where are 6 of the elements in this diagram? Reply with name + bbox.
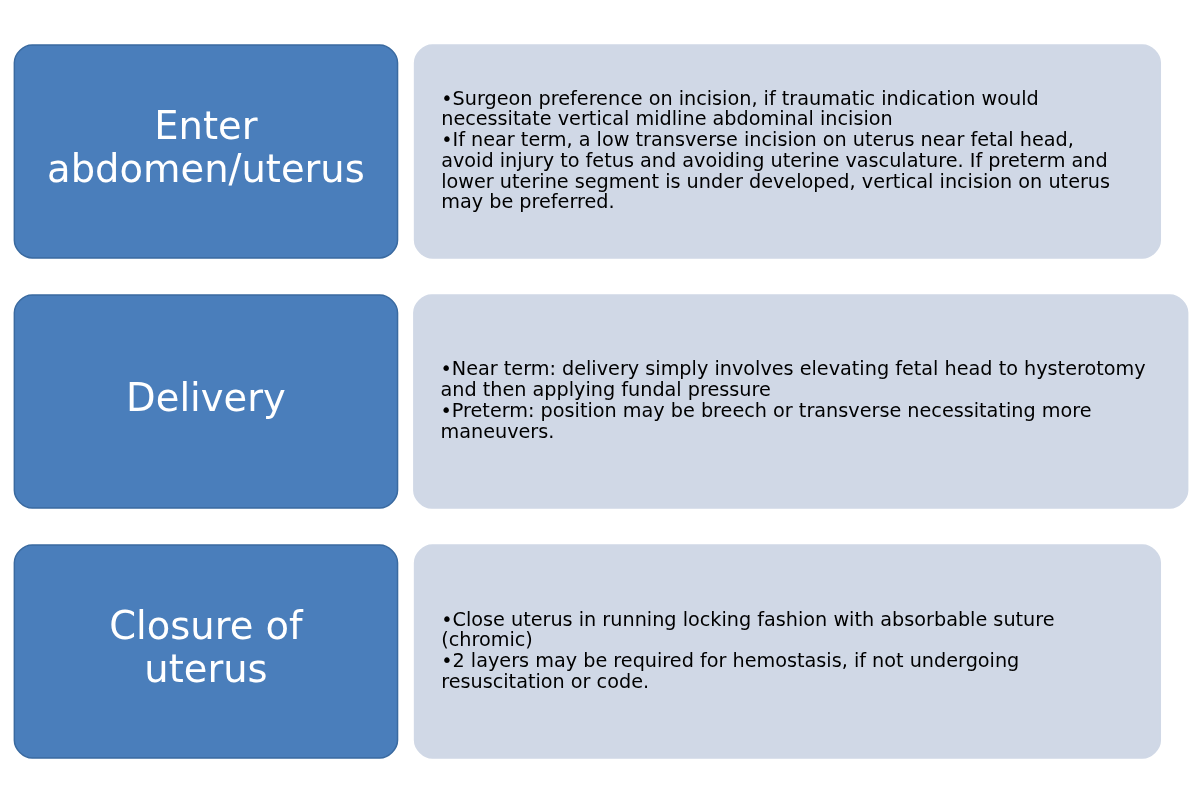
node-box: Closure of uterus bbox=[13, 544, 399, 759]
node-box: Delivery bbox=[13, 294, 399, 509]
node-box: •Near term: delivery simply involves elevating fetal head to hysterotomy and then applying fundal pressure •Preterm: position may be breech or transverse necessitating more maneuvers. bbox=[413, 294, 1189, 509]
node-box: •Surgeon preference on incision, if traumatic indication would necessitate vertical midline abdominal incision •If near term, a low transverse incision on uterus near fetal head, avoid injury to fetus and avoiding uterine vasculature. If preterm and lower uterine segment is under developed, vertical incision on uterus may be preferred. bbox=[413, 44, 1162, 259]
node-box: •Close uterus in running locking fashion with absorbable suture (chromic) •2 layers may be required for hemostasis, if not undergoing resuscitation or code. bbox=[413, 544, 1162, 759]
node-box: Enter abdomen/uterus bbox=[13, 44, 399, 259]
